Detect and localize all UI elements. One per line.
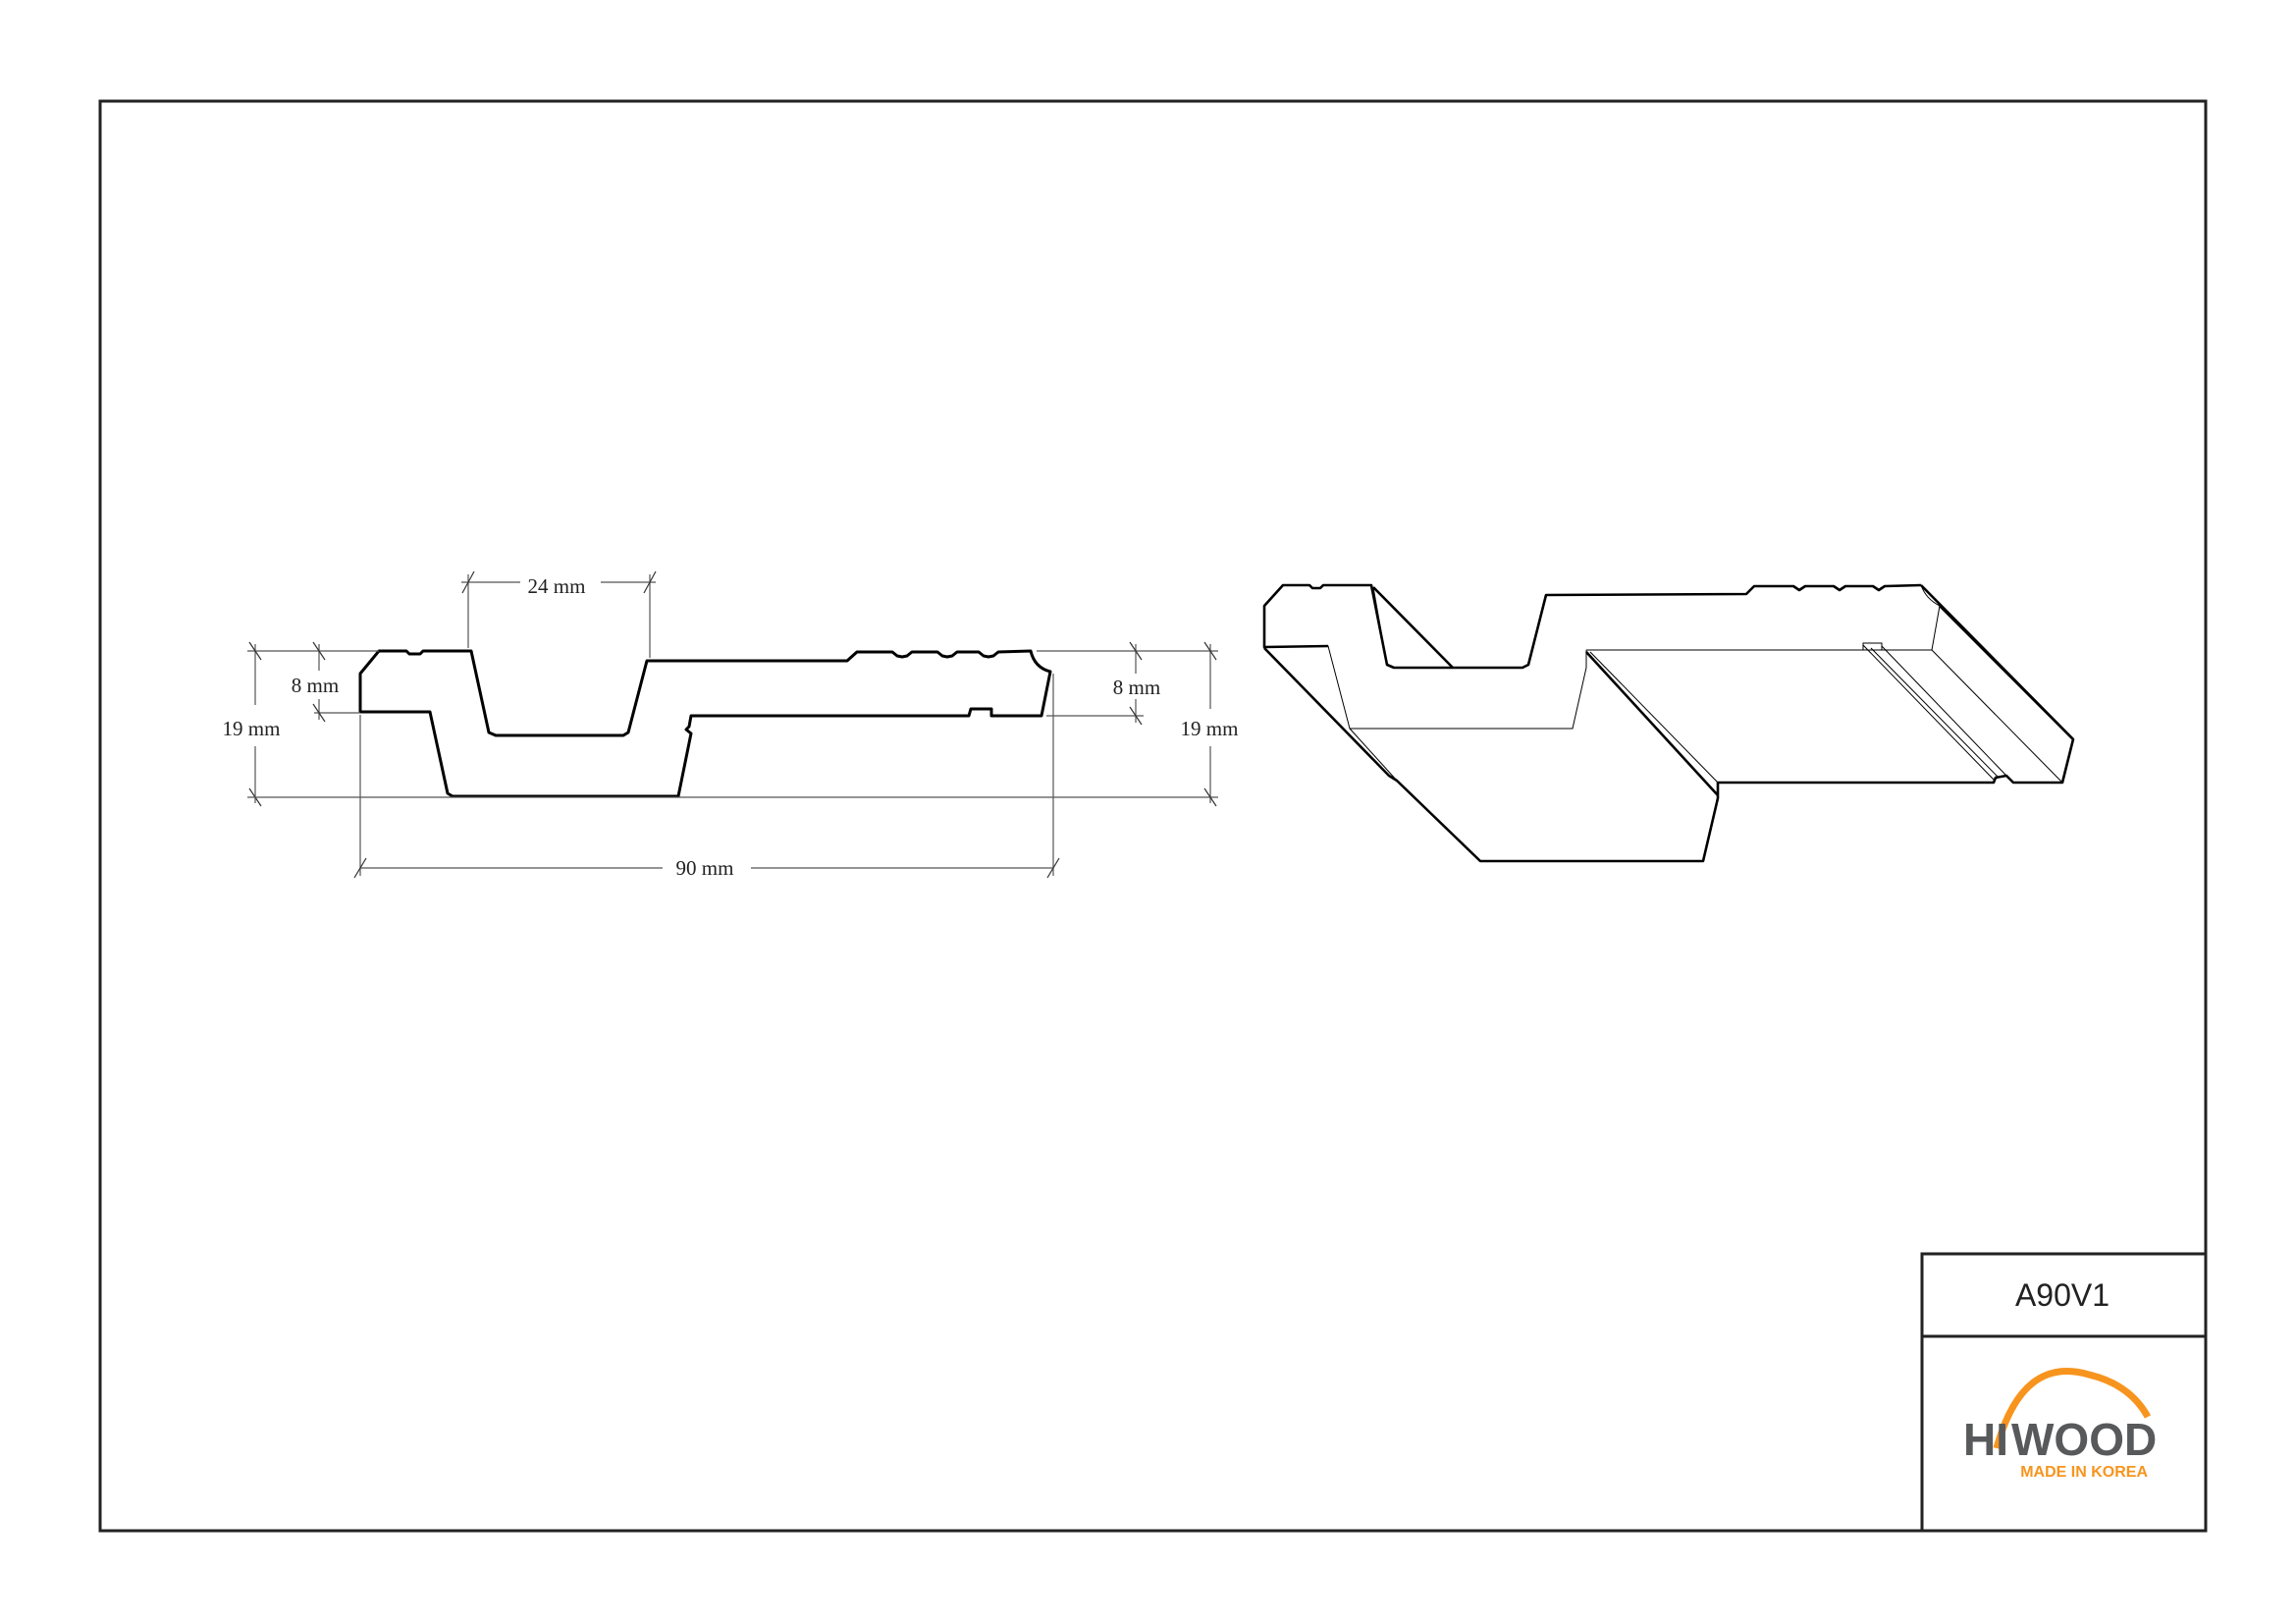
- dim-right-thickness: 8 mm: [1113, 676, 1160, 699]
- product-code: A90V1: [2015, 1277, 2109, 1313]
- dim-left-height: 19 mm: [223, 717, 281, 740]
- logo-arc: [1993, 1368, 2152, 1449]
- logo-brand-left: HI: [1963, 1414, 2008, 1465]
- logo-tagline: MADE IN KOREA: [2020, 1464, 2148, 1481]
- dimension-lines: 24 mm 19 mm 8 mm 8 mm 19 mm: [223, 570, 1239, 880]
- dim-groove-width: 24 mm: [528, 574, 586, 598]
- drawing-frame: [98, 99, 2208, 1533]
- hiwood-logo: HI WOOD MADE IN KOREA: [1963, 1368, 2157, 1481]
- dim-right-height: 19 mm: [1181, 717, 1239, 740]
- dim-total-width: 90 mm: [676, 856, 734, 880]
- cross-section-profile: [358, 649, 1052, 798]
- dim-left-thickness: 8 mm: [292, 674, 339, 697]
- logo-brand-right: WOOD: [2011, 1414, 2157, 1465]
- title-block: A90V1 HI WOOD MADE IN KOREA: [1920, 1252, 2206, 1531]
- isometric-view: [1262, 583, 2075, 863]
